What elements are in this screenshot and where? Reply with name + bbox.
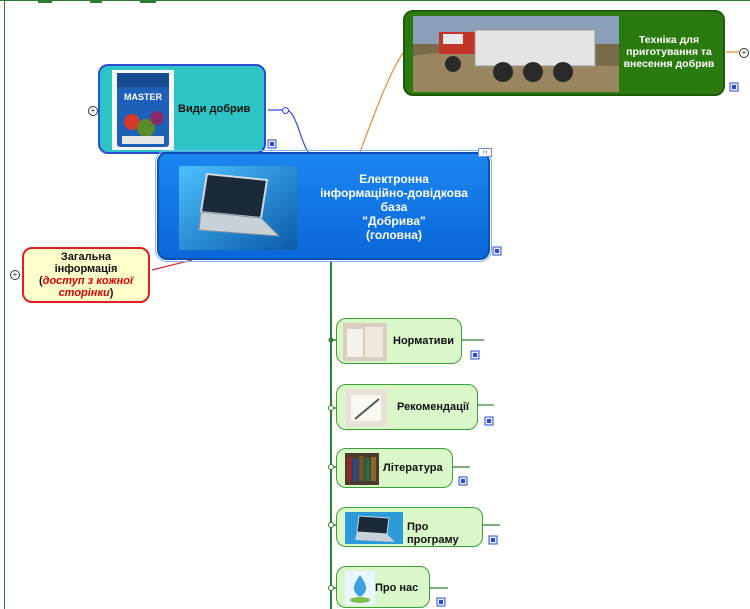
node-central[interactable]: Електронна інформаційно-довідкова база "… <box>155 150 492 262</box>
central-line1: Електронна <box>359 172 429 186</box>
pro-nas-label: Про нас <box>375 582 419 594</box>
tekhnika-line3: внесення добрив <box>623 58 715 70</box>
zagalna-line3: (доступ з кожної <box>39 275 133 287</box>
node-literatura[interactable]: Література <box>336 448 453 488</box>
literatura-doc-icon[interactable] <box>458 476 468 486</box>
top-dash-2 <box>90 0 102 3</box>
node-rekomendatsii[interactable]: Рекомендації <box>336 384 478 430</box>
canvas-left-border <box>4 0 5 609</box>
pro-nas-doc-icon[interactable] <box>436 597 446 607</box>
tekhnika-label: Техніка для приготування та внесення доб… <box>619 34 719 70</box>
laptop-small-image <box>345 512 403 544</box>
tekhnika-expand-toggle[interactable]: + <box>739 48 749 58</box>
normatyvy-label: Нормативи <box>393 335 455 347</box>
droplet-logo-image <box>345 571 375 605</box>
central-line3: база <box>380 200 408 214</box>
node-zagalna-info[interactable]: Загальна інформація (доступ з кожної сто… <box>22 247 150 303</box>
vidy-connector-dot <box>282 107 289 114</box>
pro-prohramu-doc-icon[interactable] <box>488 535 498 545</box>
fertilizer-packet-image: MASTER <box>112 70 174 150</box>
central-line5: (головна) <box>366 228 422 242</box>
node-vidy-dobryv[interactable]: MASTER Види добрив <box>98 64 266 154</box>
node-pro-prohramu[interactable]: Про програму <box>336 507 483 547</box>
zagalna-close-paren: ) <box>109 287 114 299</box>
pro-prohramu-label: Про програму <box>407 521 459 546</box>
tekhnika-doc-icon[interactable] <box>729 82 739 92</box>
node-pro-nas[interactable]: Про нас <box>336 566 430 608</box>
top-dash-3 <box>140 0 156 3</box>
central-doc-icon[interactable] <box>492 246 502 256</box>
central-label: Електронна інформаційно-довідкова база "… <box>299 172 489 242</box>
documents-image <box>343 323 387 361</box>
central-line4: "Добрива" <box>362 214 426 228</box>
vidy-expand-toggle[interactable]: + <box>88 106 98 116</box>
packet-brand: MASTER <box>124 92 163 102</box>
zagalna-line4: сторінки) <box>39 287 133 299</box>
rekomendatsii-label: Рекомендації <box>397 401 470 413</box>
laptop-image <box>179 166 297 250</box>
node-tekhnika[interactable]: Техніка для приготування та внесення доб… <box>403 10 725 96</box>
central-line2: інформаційно-довідкова <box>320 186 468 200</box>
tekhnika-line2: приготування та <box>626 46 712 58</box>
zagalna-access-text: доступ з кожної <box>42 275 134 287</box>
zagalna-open-paren: ( <box>38 275 43 287</box>
rekomendatsii-doc-icon[interactable] <box>484 416 494 426</box>
vidy-doc-icon[interactable] <box>267 139 277 149</box>
books-image <box>345 453 379 485</box>
zagalna-label: Загальна інформація (доступ з кожної сто… <box>39 251 133 299</box>
zagalna-expand-toggle[interactable]: + <box>10 270 20 280</box>
zagalna-line1: Загальна <box>60 251 112 263</box>
central-collapse-icon[interactable]: ‹› <box>478 148 492 157</box>
zagalna-pages-text: сторінки <box>58 287 110 299</box>
vidy-label: Види добрив <box>178 103 251 115</box>
normatyvy-doc-icon[interactable] <box>470 350 480 360</box>
tekhnika-line1: Техніка для <box>638 34 700 46</box>
pen-paper-image <box>345 389 387 427</box>
node-normatyvy[interactable]: Нормативи <box>336 318 462 364</box>
literatura-label: Література <box>383 462 443 474</box>
top-dash-1 <box>38 0 52 3</box>
zagalna-line2: інформація <box>54 263 118 275</box>
canvas-top-border <box>0 0 750 1</box>
tractor-spreader-image <box>413 16 619 92</box>
